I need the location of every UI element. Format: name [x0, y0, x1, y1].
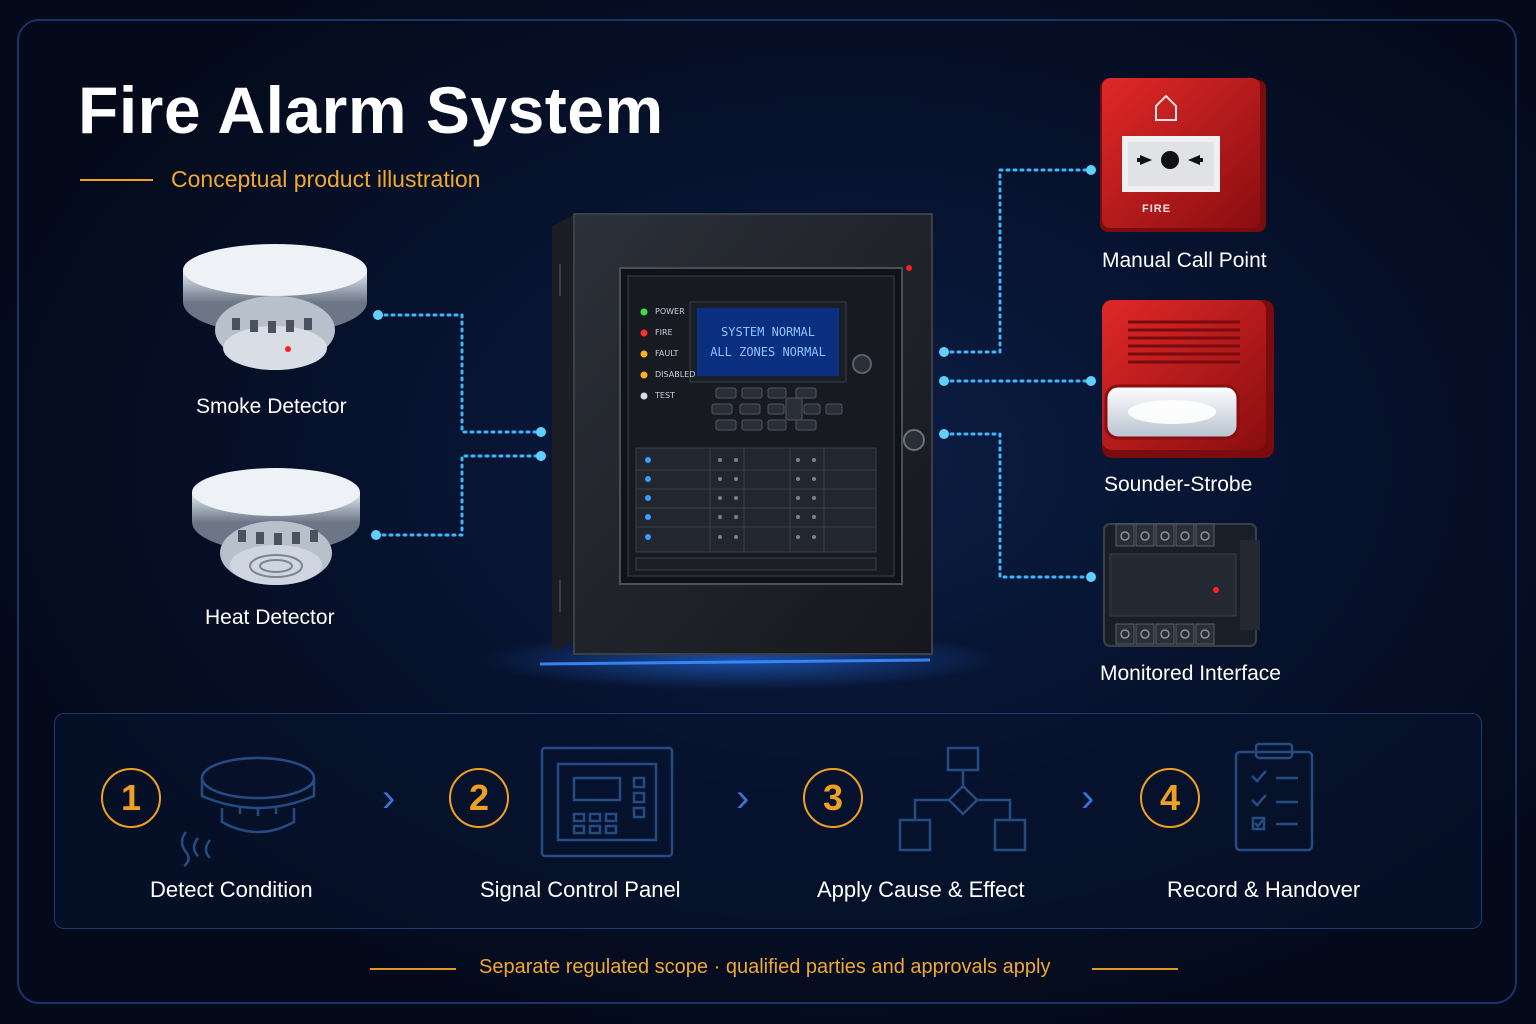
step-1-label: Detect Condition [150, 877, 313, 902]
smoke-connection [376, 313, 542, 434]
control-panel-icon [552, 213, 933, 655]
chevron-right-icon: › [736, 776, 750, 820]
display-line-2: ALL ZONES NORMAL [710, 345, 826, 359]
sounder-strobe-label: Sounder-Strobe [1104, 473, 1253, 496]
indicator-label-test: TEST [655, 391, 675, 400]
manual-call-point-icon [1100, 78, 1266, 232]
process-steps-panel [54, 713, 1482, 929]
heat-detector-label: Heat Detector [205, 606, 335, 629]
footer-note: Separate regulated scope · qualified par… [479, 956, 1051, 978]
step-4-number: 4 [1140, 768, 1200, 828]
heat-connection [374, 454, 542, 537]
outer-frame [17, 19, 1517, 1004]
smoke-detector-label: Smoke Detector [196, 395, 347, 418]
sounder-strobe-icon [1102, 300, 1274, 458]
monitored-interface-icon [1103, 523, 1260, 647]
step-2-number: 2 [449, 768, 509, 828]
indicator-label-disabled: DISABLED [655, 370, 696, 379]
subtitle-accent-line [80, 179, 153, 181]
indicator-leds [640, 308, 648, 400]
page-title: Fire Alarm System [78, 73, 664, 147]
footer-left-line [370, 968, 456, 970]
panel-display: SYSTEM NORMAL ALL ZONES NORMAL [697, 308, 839, 376]
connection-nodes [371, 165, 1096, 582]
connection-lines [374, 168, 1092, 579]
chevron-right-icon: › [382, 776, 396, 820]
interface-connection [942, 432, 1092, 579]
step-4-label: Record & Handover [1167, 877, 1361, 902]
smoke-detector-icon [183, 244, 367, 370]
step-3-number: 3 [803, 768, 863, 828]
call-point-fire-text: FIRE [1142, 203, 1172, 215]
footer-right-line [1092, 968, 1178, 970]
callpoint-connection [942, 168, 1092, 354]
manual-call-point-label: Manual Call Point [1102, 249, 1267, 272]
chevron-right-icon: › [1081, 776, 1095, 820]
monitored-interface-label: Monitored Interface [1100, 662, 1281, 685]
step-1-number: 1 [101, 768, 161, 828]
step-3-label: Apply Cause & Effect [817, 877, 1025, 902]
page-subtitle: Conceptual product illustration [171, 166, 481, 192]
indicator-label-fault: FAULT [655, 349, 679, 358]
heat-detector-icon [192, 468, 360, 585]
indicator-label-power: POWER [655, 307, 685, 316]
indicator-label-fire: FIRE [655, 328, 673, 337]
display-line-1: SYSTEM NORMAL [721, 325, 815, 339]
step-2-label: Signal Control Panel [480, 877, 681, 902]
